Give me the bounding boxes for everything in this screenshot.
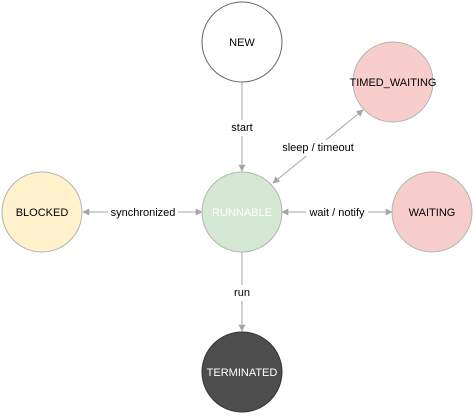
node-blocked[interactable]: BLOCKED [1, 171, 83, 253]
edge-label-start: start [231, 122, 252, 134]
edge-synchronized: synchronized [82, 204, 203, 220]
node-runnable-label: RUNNABLE [212, 207, 272, 219]
edge-label-sleep-timeout: sleep / timeout [282, 142, 354, 154]
node-terminated-shape [201, 331, 283, 413]
node-timed-waiting-label: TIMED_WAITING [350, 77, 437, 89]
node-runnable[interactable]: RUNNABLE [201, 171, 283, 253]
node-runnable-shape [201, 171, 283, 253]
node-terminated[interactable]: TERMINATED [201, 331, 283, 413]
edge-run: run [231, 252, 253, 332]
node-waiting[interactable]: WAITING [391, 171, 473, 253]
node-terminated-label: TERMINATED [207, 367, 278, 379]
node-new-shape [201, 1, 283, 83]
edge-label-wait-notify: wait / notify [308, 207, 365, 219]
node-waiting-label: WAITING [409, 207, 456, 219]
node-blocked-shape [1, 171, 83, 253]
edge-label-run: run [234, 287, 250, 299]
node-timed-waiting-shape [352, 41, 434, 123]
edge-label-synchronized: synchronized [111, 207, 176, 219]
node-timed-waiting[interactable]: TIMED_WAITING [350, 41, 437, 123]
node-blocked-label: BLOCKED [16, 207, 69, 219]
node-waiting-shape [391, 171, 473, 253]
edge-start: start [229, 82, 256, 172]
edge-sleep-timeout: sleep / timeout [272, 109, 364, 184]
node-new-label: NEW [229, 37, 255, 49]
edge-wait-notify: wait / notify [281, 204, 393, 220]
node-new[interactable]: NEW [201, 1, 283, 83]
